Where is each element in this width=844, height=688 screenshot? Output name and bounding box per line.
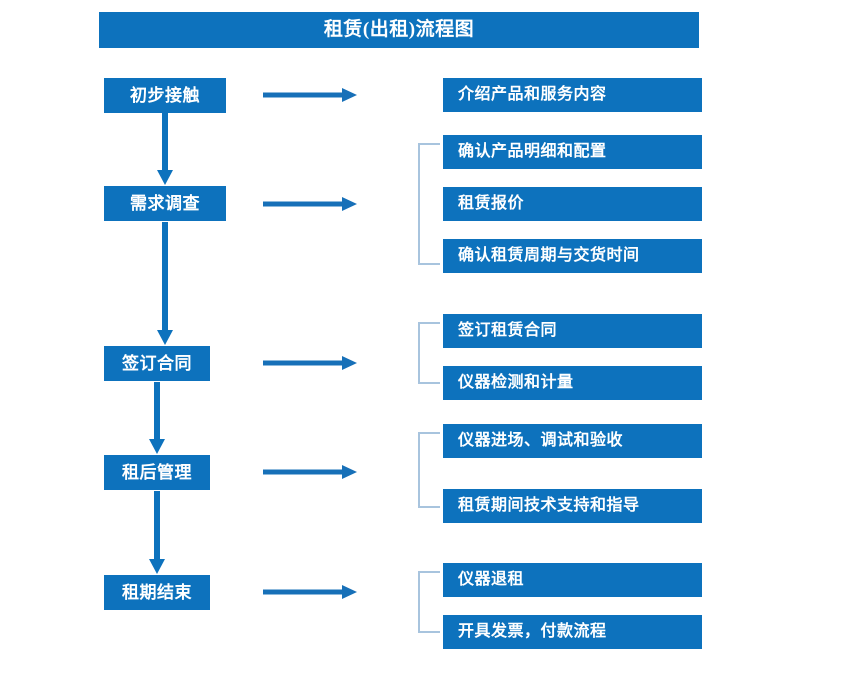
task-box-invoice-payment[interactable]: 开具发票，付款流程: [443, 615, 702, 649]
diagram-title: 租赁(出租)流程图: [99, 12, 699, 48]
arrow-right-from-preliminary-contact: [263, 88, 357, 102]
task-box-confirm-product-details[interactable]: 确认产品明细和配置: [443, 135, 702, 169]
task-box-introduce-products[interactable]: 介绍产品和服务内容: [443, 78, 702, 112]
bracket-sign-contract-group: [418, 322, 440, 384]
task-box-confirm-rental-period[interactable]: 确认租赁周期与交货时间: [443, 239, 702, 273]
task-box-instrument-return[interactable]: 仪器退租: [443, 563, 702, 597]
stage-box-post-rental-management[interactable]: 租后管理: [104, 455, 210, 490]
task-box-instrument-installation[interactable]: 仪器进场、调试和验收: [443, 424, 702, 458]
arrow-down-contact-to-survey: [157, 113, 173, 185]
bracket-rental-end-group: [418, 571, 440, 633]
bracket-post-rental-group: [418, 432, 440, 508]
arrow-right-from-rental-end: [263, 585, 357, 599]
arrow-down-contract-to-management: [149, 382, 165, 454]
arrow-down-management-to-end: [149, 491, 165, 574]
stage-box-rental-end[interactable]: 租期结束: [104, 575, 210, 610]
stage-box-sign-contract[interactable]: 签订合同: [104, 346, 210, 381]
task-box-rental-quotation[interactable]: 租赁报价: [443, 187, 702, 221]
arrow-right-from-sign-contract: [263, 356, 357, 370]
task-box-technical-support[interactable]: 租赁期间技术支持和指导: [443, 489, 702, 523]
arrow-right-from-demand-survey: [263, 197, 357, 211]
stage-box-demand-survey[interactable]: 需求调查: [104, 186, 226, 221]
arrow-down-survey-to-contract: [157, 222, 173, 345]
arrow-right-from-post-rental-management: [263, 465, 357, 479]
stage-box-preliminary-contact[interactable]: 初步接触: [104, 78, 226, 113]
bracket-demand-survey-group: [418, 143, 440, 265]
task-box-instrument-inspection[interactable]: 仪器检测和计量: [443, 366, 702, 400]
task-box-sign-rental-contract[interactable]: 签订租赁合同: [443, 314, 702, 348]
